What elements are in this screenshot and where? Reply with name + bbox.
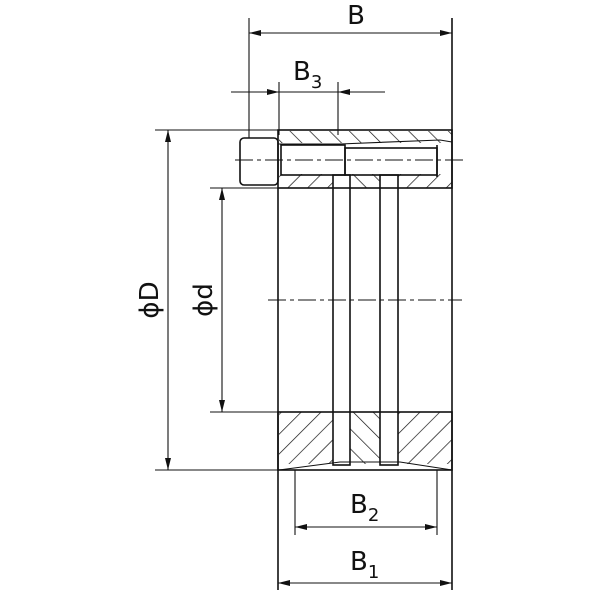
label-B1: B1 [350,547,379,583]
bottom-section [277,411,453,471]
slots [332,174,399,466]
screw-head [239,137,279,186]
label-B3: B3 [293,57,322,93]
top-section [277,129,453,189]
label-B: B [347,1,365,31]
label-D: ϕD [135,281,165,318]
label-d: ϕd [189,283,219,317]
label-B2: B2 [350,490,379,526]
